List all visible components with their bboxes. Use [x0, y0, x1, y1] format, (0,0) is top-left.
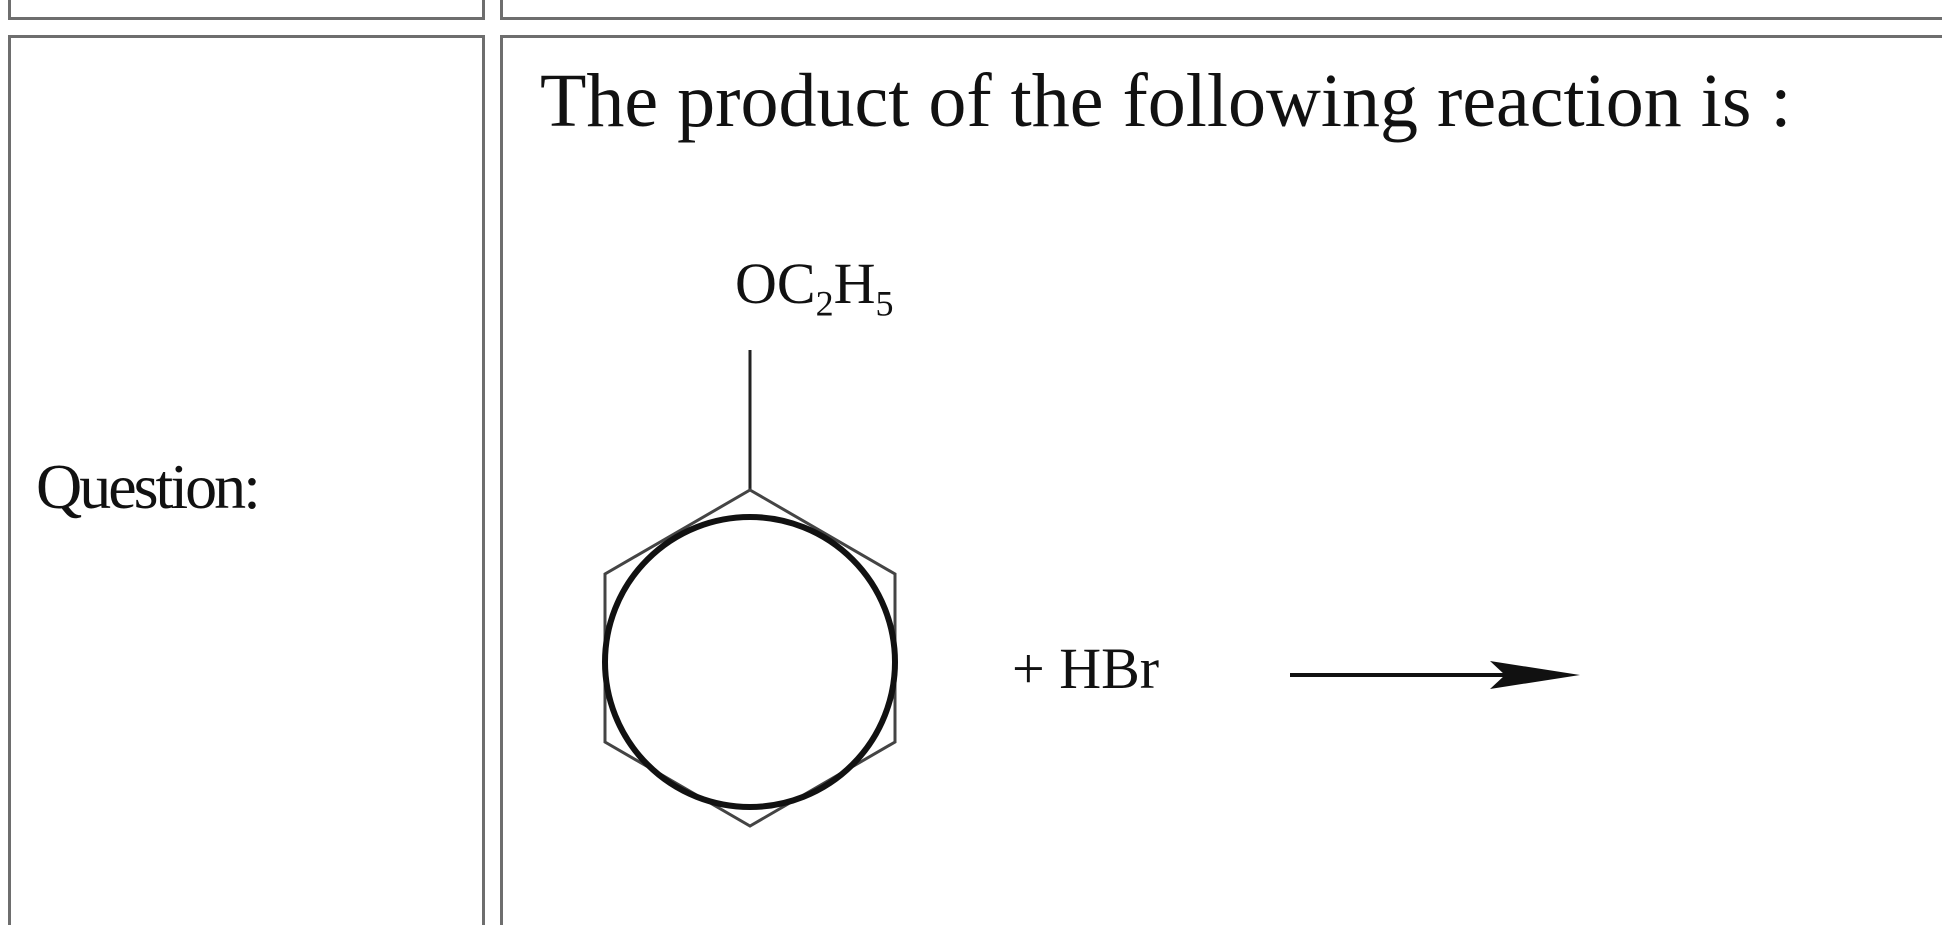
formula-sub-2: 2	[815, 283, 834, 324]
formula-h: H	[833, 251, 876, 316]
table-cell-top-left	[8, 0, 485, 20]
formula-sub-5: 5	[875, 283, 894, 324]
table-cell-top-right	[500, 0, 1942, 20]
reaction-arrow-icon	[1290, 661, 1580, 689]
question-text: The product of the following reaction is…	[540, 59, 1792, 143]
substituent-formula: OC2H5	[735, 255, 893, 322]
reagent-hbr: + HBr	[1012, 636, 1160, 701]
benzene-ring-icon	[602, 350, 898, 828]
question-label-cell	[8, 35, 485, 925]
question-label: Question:	[36, 451, 261, 522]
formula-oc: OC	[735, 251, 816, 316]
question-content-cell	[500, 35, 1942, 925]
